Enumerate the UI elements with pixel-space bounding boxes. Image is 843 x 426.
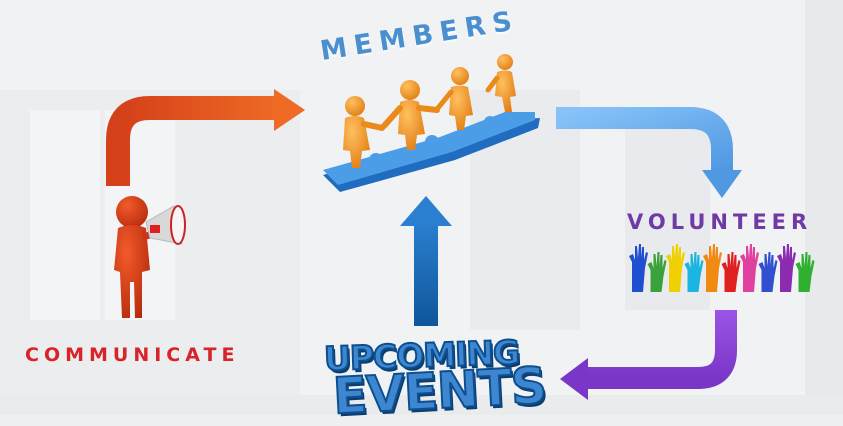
member-figure — [435, 67, 473, 130]
arrow-members-to-volunteer — [556, 107, 742, 198]
hand-icon — [777, 244, 796, 292]
hand-icon — [740, 244, 759, 292]
hand-icon — [684, 252, 704, 292]
diagram-canvas — [0, 0, 843, 415]
background-building — [0, 0, 843, 415]
communicate-label: COMMUNICATE — [25, 344, 240, 366]
arrow-communicate-to-members — [106, 89, 305, 186]
hand-icon — [703, 244, 722, 292]
member-figure — [381, 80, 440, 150]
hand-icon — [721, 252, 741, 292]
arrow-volunteer-to-events — [560, 310, 737, 400]
events-label: EVENTS — [331, 355, 549, 426]
members-illustration — [323, 54, 540, 192]
communicate-illustration — [114, 196, 186, 318]
volunteer-hands-illustration — [629, 244, 815, 292]
hand-icon — [795, 252, 815, 292]
arrow-events-to-members — [400, 196, 452, 326]
volunteer-label: VOLUNTEER — [627, 210, 813, 234]
hand-icon — [629, 244, 648, 292]
hand-icon — [666, 244, 685, 292]
hand-icon — [647, 252, 667, 292]
member-figure — [485, 54, 516, 112]
member-figure — [343, 96, 385, 168]
hand-icon — [758, 252, 778, 292]
